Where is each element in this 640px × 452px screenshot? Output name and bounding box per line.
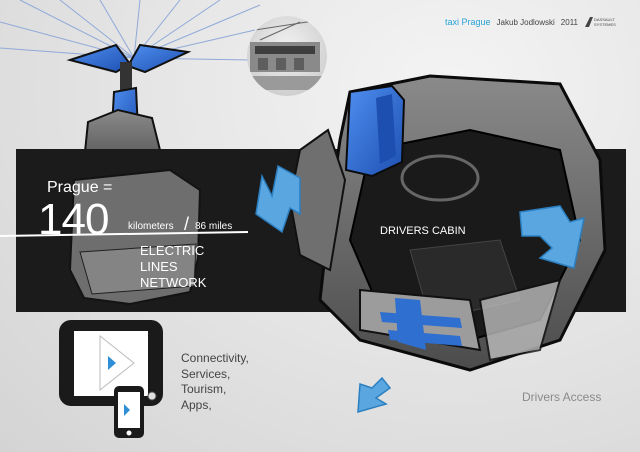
unit-kilometers: kilometers	[128, 221, 174, 232]
right-door-arrow	[519, 205, 585, 269]
access-arrow	[357, 376, 392, 414]
network-heading: Prague =	[47, 179, 113, 196]
dassault-logo-icon: DASSAULT SYSTEMES	[585, 17, 616, 27]
caption-line-1: ELECTRIC	[140, 243, 205, 258]
phone-device	[114, 386, 144, 438]
header: taxi Prague Jakub Jodlowski 2011 DASSAUL…	[445, 15, 618, 29]
caption-line-3: NETWORK	[140, 275, 207, 290]
left-door-arrow	[255, 164, 301, 234]
drivers-access-label: Drivers Access	[522, 390, 602, 404]
strike-line	[0, 231, 249, 237]
cabin-vehicle	[288, 74, 607, 372]
project-title: taxi Prague	[445, 17, 491, 27]
tram-photo	[247, 16, 327, 96]
cabin-label: DRIVERS CABIN	[380, 225, 466, 237]
svg-text:DASSAULT: DASSAULT	[594, 17, 615, 22]
caption-line-2: LINES	[140, 259, 178, 274]
unit-separator: /	[184, 214, 190, 234]
svg-text:SYSTEMES: SYSTEMES	[594, 22, 616, 27]
year: 2011	[560, 17, 578, 27]
tablet-device	[59, 320, 163, 406]
services-item: Services,	[181, 366, 231, 381]
services-item: Apps,	[181, 397, 212, 412]
network-length-number: 140	[38, 195, 109, 244]
services-list: Connectivity, Services, Tourism, Apps,	[181, 351, 249, 413]
network-caption: ELECTRIC LINES NETWORK	[140, 243, 240, 291]
author-name: Jakub Jodlowski	[496, 17, 555, 27]
services-item: Tourism,	[181, 382, 227, 396]
unit-miles: 86 miles	[195, 221, 233, 232]
services-item: Connectivity,	[181, 351, 249, 365]
